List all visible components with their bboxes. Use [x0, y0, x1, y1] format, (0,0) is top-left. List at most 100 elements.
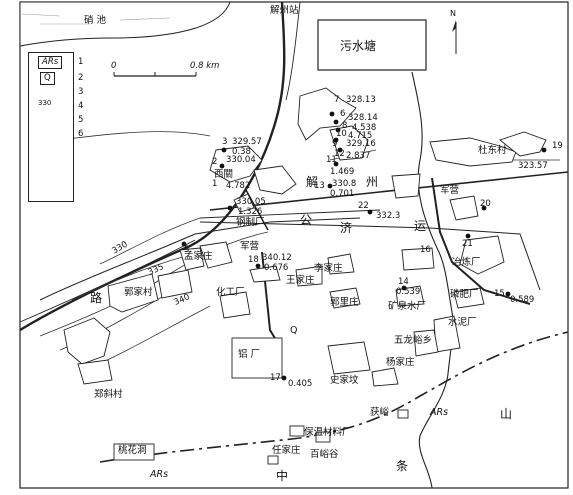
well-12-value: 2.837	[346, 151, 371, 161]
label-zhengxie: 郑斜村	[94, 389, 123, 400]
label-ars-east: ARs	[430, 407, 449, 418]
label-renjiazhuang: 任家庄	[272, 445, 301, 456]
label-kuangquan: 矿泉水厂	[388, 301, 427, 312]
well-4-value-b: 1.326	[238, 207, 263, 217]
label-wulongyu: 五龙峪乡	[394, 335, 433, 346]
well-11-value: 1.469	[330, 167, 355, 177]
label-road-yun: 运	[414, 219, 427, 233]
label-lijiazhuang: 李家庄	[314, 263, 343, 274]
well-1-label: 1	[212, 179, 218, 189]
well-12-label: 12	[334, 149, 345, 159]
scale-zero: 0	[111, 61, 117, 71]
label-junying-east: 军营	[440, 185, 460, 196]
label-huagong: 化工厂	[216, 287, 245, 298]
legend-item-5-num: 5	[78, 115, 84, 125]
label-junying-west: 军营	[240, 241, 260, 252]
settlements	[63, 87, 547, 465]
well-5-label: 5	[184, 245, 190, 255]
legend-item-1-symbol: ARs	[38, 56, 63, 69]
well-15-value: 0.589	[510, 295, 535, 305]
label-huoyu: 获峪	[370, 407, 390, 418]
label-mengjiazhuang: 孟家庄	[184, 251, 213, 262]
well-6-label: 6	[340, 109, 346, 119]
well-3-value: 329.57	[232, 137, 262, 147]
well-2-label: 2	[212, 157, 218, 167]
label-station: 解州站	[270, 5, 299, 16]
well-9-label: 9	[332, 139, 338, 149]
label-guolizhuang: 郭里庄	[330, 297, 359, 308]
well-17-label: 17	[270, 373, 281, 383]
well-9-value: 329.16	[346, 139, 376, 149]
well-14-value: 0.539	[396, 287, 421, 297]
map-frame	[19, 1, 569, 489]
label-dongcun: 杜东村	[478, 145, 507, 156]
label-linfei: 磷肥厂	[450, 289, 479, 300]
well-13-label: 13	[314, 181, 325, 191]
well-6-value: 328.14	[348, 113, 378, 123]
label-yezhi: 冶炼厂	[452, 257, 481, 268]
legend-item-4-num: 4	[78, 101, 84, 111]
label-road-gong: 公	[300, 213, 313, 227]
highway	[39, 217, 541, 301]
well-19-value: 323.57	[518, 161, 548, 171]
legend-item-4-symbol: 330	[38, 99, 52, 107]
well-19-label: 19	[552, 141, 563, 151]
river	[411, 71, 454, 489]
label-gangchang: 钢制厂	[236, 217, 265, 228]
label-road-lu: 路	[90, 291, 103, 305]
well-17-value: 0.405	[288, 379, 313, 389]
label-lvchang: 铝 厂	[238, 349, 261, 360]
well-7-label: 7	[334, 95, 340, 105]
legend-item-3-num: 3	[78, 87, 84, 97]
well-13-value-b: 0.701	[330, 189, 355, 199]
label-shan: 山	[500, 407, 513, 421]
label-q: Q	[290, 325, 298, 336]
label-sewage-pond: 污水塘	[340, 39, 377, 53]
well-8-value: 4.538	[352, 123, 377, 133]
label-baowen: 保温材料厂	[304, 427, 352, 438]
well-22-label: 22	[358, 201, 369, 211]
scale-value: 0.8 km	[190, 61, 220, 71]
label-taohua: 桃花洞	[118, 445, 147, 456]
label-zhong: 中	[276, 469, 289, 483]
well-18-value: 340.12	[262, 253, 292, 263]
legend-item-1-num: 1	[78, 57, 84, 67]
well-11-label: 11	[326, 155, 337, 165]
well-1-value: 4.782	[226, 181, 251, 191]
well-22-value: 332.3	[376, 211, 401, 221]
well-8-label: 8	[342, 121, 348, 131]
legend-item-6-num: 6	[78, 129, 84, 139]
legend	[28, 52, 74, 202]
label-ars-south: ARs	[150, 469, 169, 480]
well-7-value: 328.13	[346, 95, 376, 105]
geologic-boundary	[99, 331, 569, 463]
north-arrow	[452, 20, 457, 54]
well-points	[181, 111, 547, 381]
label-xiguan: 西關	[214, 169, 234, 180]
well-10-value: 4.715	[348, 131, 373, 141]
well-3-value-b: 0.38	[232, 147, 251, 157]
road	[431, 177, 531, 305]
label-baiyugu: 百峪谷	[310, 449, 339, 460]
label-yangjiazhuang: 杨家庄	[386, 357, 415, 368]
salt-lake	[19, 1, 231, 47]
label-tiao: 条	[396, 459, 409, 473]
well-2-value: 330.04	[226, 155, 256, 165]
label-xiezhou-1: 解	[306, 175, 319, 189]
well-18-value-b: 0.676	[264, 263, 289, 273]
well-10-label: 10	[336, 129, 347, 139]
north-label: N	[450, 9, 456, 18]
label-lake: 硝 池	[84, 15, 107, 26]
well-16-label: 16	[420, 245, 431, 255]
well-3-label: 3	[222, 137, 228, 147]
scale-bar	[113, 72, 197, 77]
legend-item-2-num: 2	[78, 73, 84, 83]
well-18-label: 18	[248, 255, 259, 265]
label-xiezhou-2: 州	[366, 175, 379, 189]
sewage-pond	[317, 19, 427, 71]
label-guojiacun: 郭家村	[124, 287, 153, 298]
label-wangjiazhuang: 王家庄	[286, 275, 315, 286]
well-4-value: 330.05	[236, 197, 266, 207]
label-shijiaping: 史家坟	[330, 375, 359, 386]
